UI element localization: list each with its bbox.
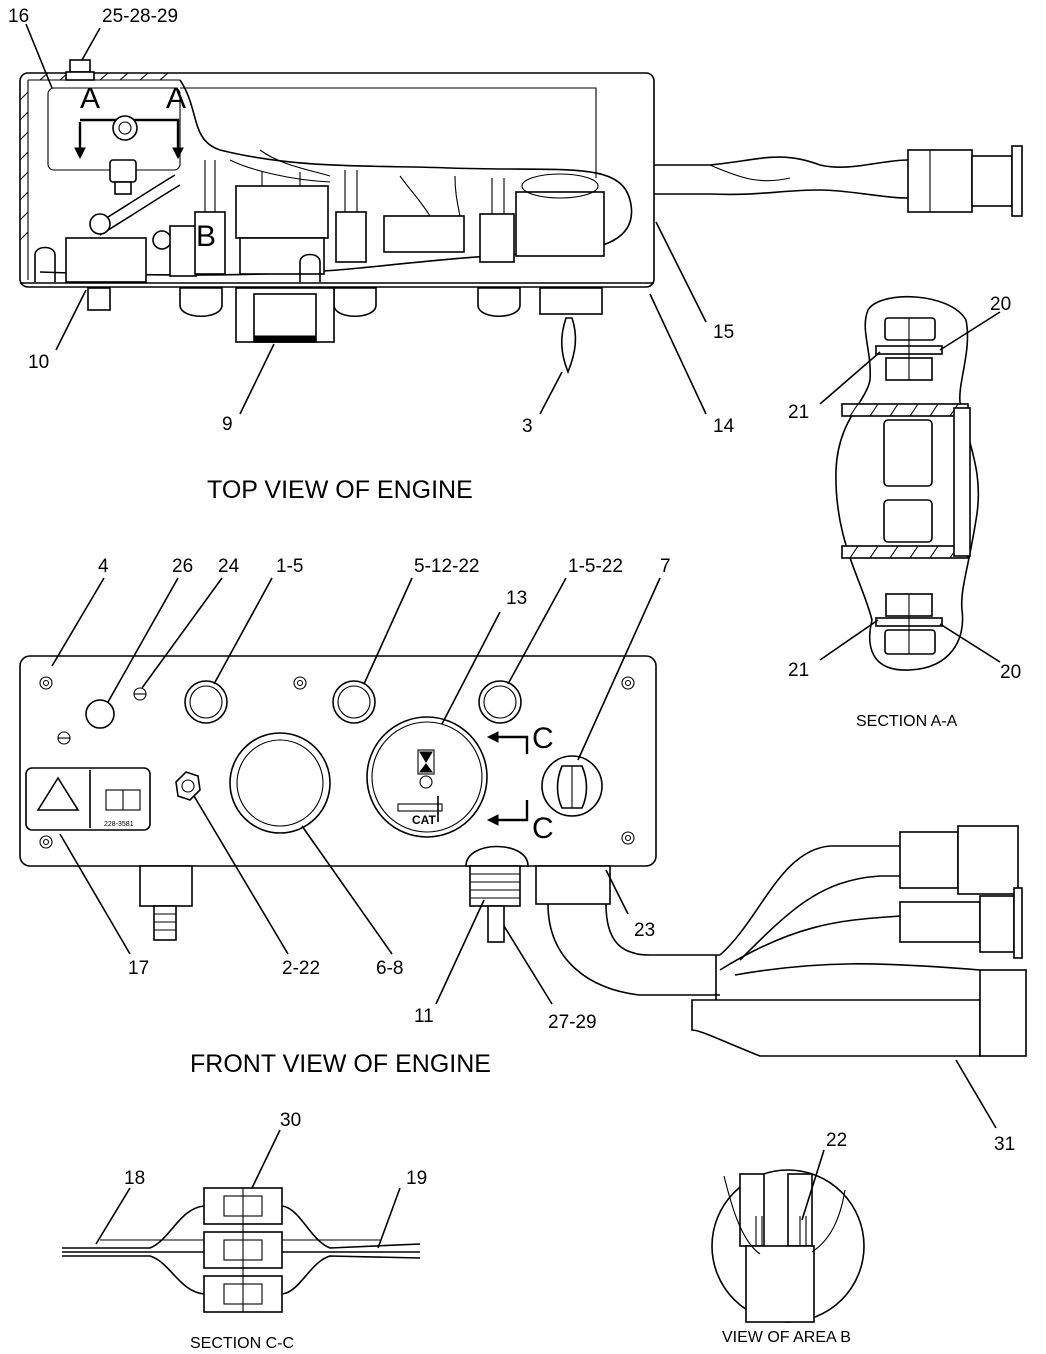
callout-17: 17 xyxy=(128,958,149,979)
callout-19: 19 xyxy=(406,1168,427,1189)
decal-number: 228-3581 xyxy=(104,821,134,828)
callout-30: 30 xyxy=(280,1110,301,1131)
callout-1-5: 1-5 xyxy=(276,556,303,577)
top-view: A A B 16 25-28-29 15 10 9 3 14 TOP VIEW … xyxy=(8,6,1023,504)
callout-22: 22 xyxy=(826,1130,847,1151)
callout-1-5-22: 1-5-22 xyxy=(568,556,623,577)
callout-20-top: 20 xyxy=(990,294,1011,315)
callout-16: 16 xyxy=(8,6,29,27)
callout-2-22: 2-22 xyxy=(282,958,320,979)
top-view-title: TOP VIEW OF ENGINE xyxy=(207,476,473,504)
callout-20-bottom: 20 xyxy=(1000,662,1021,683)
front-panel xyxy=(19,655,657,867)
callout-5-12-22: 5-12-22 xyxy=(414,556,480,577)
view-area-b-caption: VIEW OF AREA B xyxy=(722,1329,851,1346)
callout-11: 11 xyxy=(414,1006,434,1027)
callout-27-29: 27-29 xyxy=(548,1012,597,1033)
callout-15: 15 xyxy=(713,322,734,343)
callout-18: 18 xyxy=(124,1168,145,1189)
section-a-a: 20 21 21 20 SECTION A-A xyxy=(788,294,1021,730)
callout-14: 14 xyxy=(713,416,735,437)
view-area-b: 22 VIEW OF AREA B xyxy=(711,1130,865,1346)
callout-24: 24 xyxy=(218,556,240,577)
area-b-marker: B xyxy=(196,220,216,253)
callout-23: 23 xyxy=(634,920,655,941)
section-a-marker-right: A xyxy=(166,82,186,115)
section-a-marker-left: A xyxy=(80,82,100,115)
section-c-c: 30 18 19 SECTION C-C xyxy=(62,1110,427,1352)
callout-13: 13 xyxy=(506,588,527,609)
section-c-c-caption: SECTION C-C xyxy=(190,1335,294,1352)
callout-3: 3 xyxy=(522,416,533,437)
gauge-brand: CAT xyxy=(412,813,436,827)
callout-10: 10 xyxy=(28,352,49,373)
callout-31: 31 xyxy=(994,1134,1015,1155)
callout-21-top: 21 xyxy=(788,402,809,423)
callout-21-bottom: 21 xyxy=(788,660,809,681)
front-view: 228-3581 CAT C C xyxy=(19,556,1027,1155)
section-a-a-caption: SECTION A-A xyxy=(856,713,958,730)
section-c-marker-bottom: C xyxy=(532,812,554,845)
callout-25-28-29: 25-28-29 xyxy=(102,6,178,27)
callout-6-8: 6-8 xyxy=(376,958,403,979)
callout-9: 9 xyxy=(222,414,233,435)
callout-7: 7 xyxy=(660,556,671,577)
callout-26: 26 xyxy=(172,556,193,577)
callout-4: 4 xyxy=(98,556,109,577)
front-view-title: FRONT VIEW OF ENGINE xyxy=(190,1050,491,1078)
section-c-marker-top: C xyxy=(532,722,554,755)
